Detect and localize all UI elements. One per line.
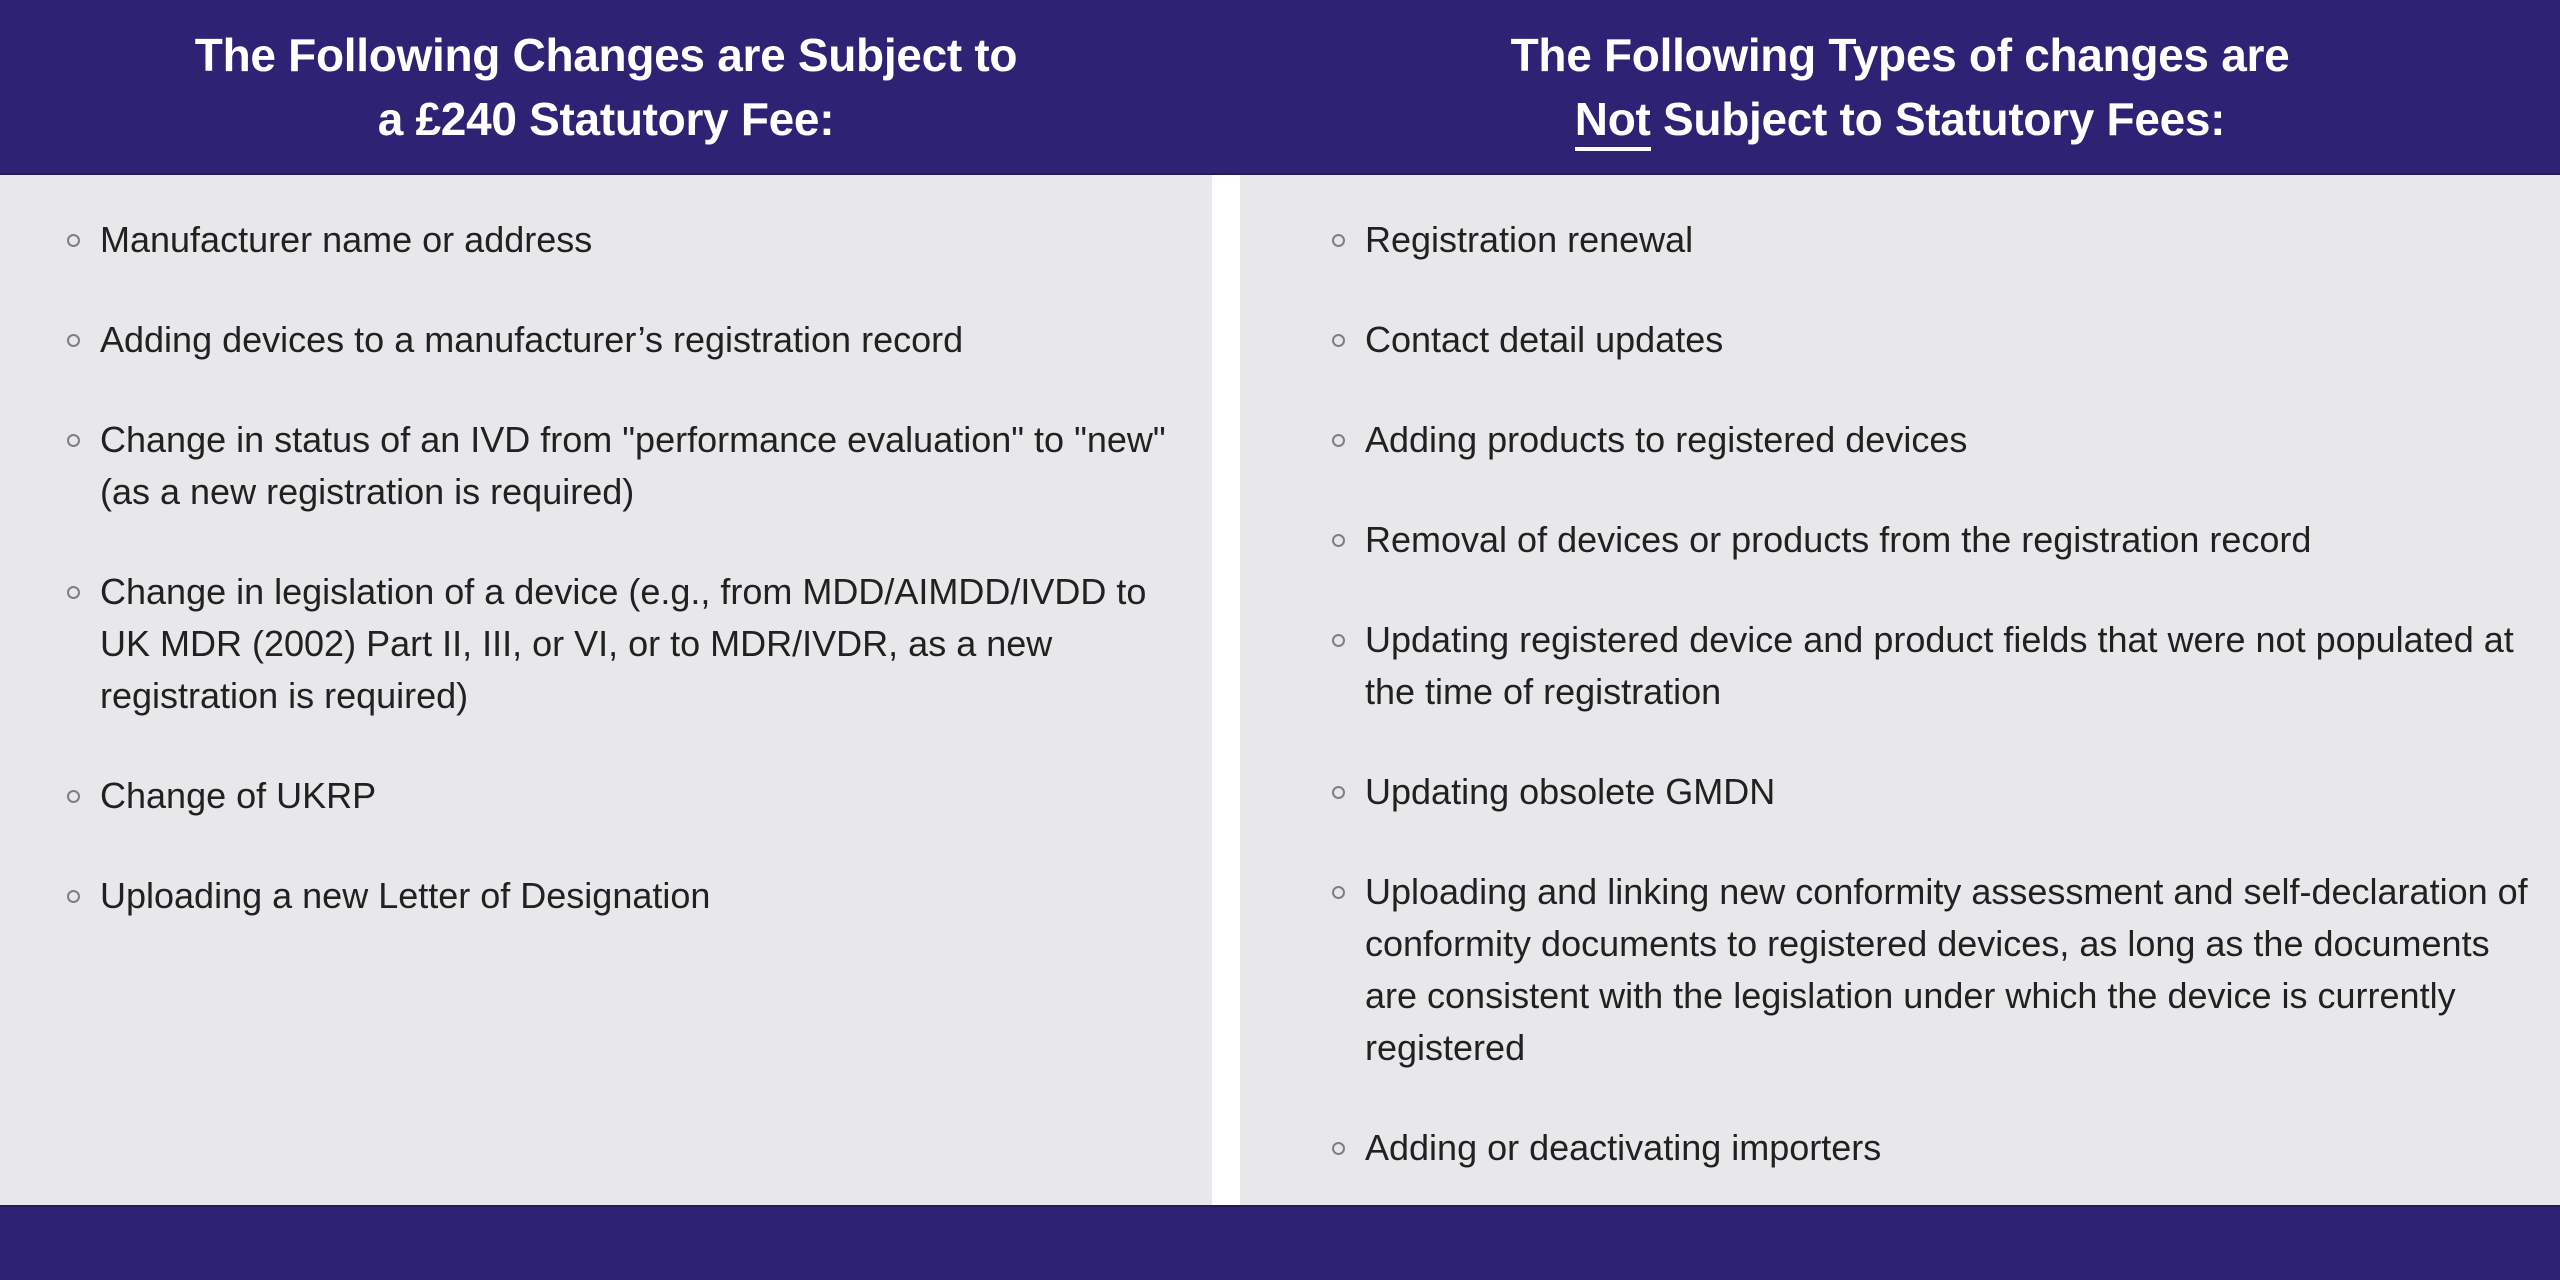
list-item-text: Manufacturer name or address	[100, 219, 593, 260]
list-item-text: Change in legislation of a device (e.g.,…	[100, 571, 1147, 716]
list-item-text: Change of UKRP	[100, 775, 377, 816]
list-item-text: Uploading a new Letter of Designation	[100, 875, 711, 916]
left-column-header: The Following Changes are Subject to a £…	[0, 0, 1212, 173]
circle-bullet-icon	[67, 334, 80, 347]
circle-bullet-icon	[1332, 786, 1345, 799]
right-header-line1: The Following Types of changes are	[1510, 28, 2290, 81]
list-item-text: Adding devices to a manufacturer’s regis…	[100, 319, 964, 360]
header-bar: The Following Changes are Subject to a £…	[0, 0, 2560, 175]
list-item: Contact detail updates	[1332, 314, 2540, 366]
right-header-line2-rest: Subject to Statutory Fees:	[1650, 92, 2226, 145]
list-item: Updating registered device and product f…	[1332, 614, 2540, 718]
circle-bullet-icon	[1332, 1142, 1345, 1155]
fee-changes-panel: Manufacturer name or address Adding devi…	[0, 175, 1212, 1205]
no-fee-changes-panel: Registration renewal Contact detail upda…	[1240, 175, 2560, 1205]
list-item: Uploading and linking new conformity ass…	[1332, 866, 2540, 1074]
circle-bullet-icon	[67, 790, 80, 803]
list-item: Registration renewal	[1332, 214, 2540, 266]
footer-bar	[0, 1205, 2560, 1280]
circle-bullet-icon	[67, 586, 80, 599]
list-item-text: Removal of devices or products from the …	[1365, 519, 2312, 560]
list-item-text: Contact detail updates	[1365, 319, 1724, 360]
list-item-text: Uploading and linking new conformity ass…	[1365, 871, 2528, 1068]
circle-bullet-icon	[1332, 334, 1345, 347]
circle-bullet-icon	[1332, 634, 1345, 647]
list-item-text: Updating obsolete GMDN	[1365, 771, 1776, 812]
list-item: Manufacturer name or address	[67, 214, 1198, 266]
list-item-text: Change in status of an IVD from "perform…	[100, 419, 1166, 512]
circle-bullet-icon	[1332, 534, 1345, 547]
column-divider	[1212, 175, 1240, 1205]
list-item: Adding or deactivating importers	[1332, 1122, 2540, 1174]
list-item: Change of UKRP	[67, 770, 1198, 822]
content-area: Manufacturer name or address Adding devi…	[0, 175, 2560, 1205]
left-header-line2: a £240 Statutory Fee:	[377, 92, 835, 145]
list-item-text: Adding products to registered devices	[1365, 419, 1968, 460]
no-fee-changes-list: Registration renewal Contact detail upda…	[1332, 214, 2540, 1174]
list-item: Adding devices to a manufacturer’s regis…	[67, 314, 1198, 366]
circle-bullet-icon	[67, 234, 80, 247]
right-header-line2: Not Subject to Statutory Fees:	[1574, 87, 2226, 151]
list-item: Removal of devices or products from the …	[1332, 514, 2540, 566]
list-item-text: Updating registered device and product f…	[1365, 619, 2514, 712]
list-item: Updating obsolete GMDN	[1332, 766, 2540, 818]
left-header-line1: The Following Changes are Subject to	[194, 28, 1018, 81]
header-gap	[1212, 0, 1240, 173]
fee-changes-list: Manufacturer name or address Adding devi…	[67, 214, 1198, 922]
list-item: Change in legislation of a device (e.g.,…	[67, 566, 1198, 722]
list-item: Adding products to registered devices	[1332, 414, 2540, 466]
list-item-text: Adding or deactivating importers	[1365, 1127, 1882, 1168]
underlined-not-word: Not	[1574, 92, 1651, 151]
circle-bullet-icon	[67, 890, 80, 903]
list-item-text: Registration renewal	[1365, 219, 1694, 260]
right-column-header: The Following Types of changes are Not S…	[1240, 0, 2560, 173]
circle-bullet-icon	[1332, 434, 1345, 447]
circle-bullet-icon	[1332, 886, 1345, 899]
circle-bullet-icon	[1332, 234, 1345, 247]
list-item: Uploading a new Letter of Designation	[67, 870, 1198, 922]
circle-bullet-icon	[67, 434, 80, 447]
list-item: Change in status of an IVD from "perform…	[67, 414, 1198, 518]
